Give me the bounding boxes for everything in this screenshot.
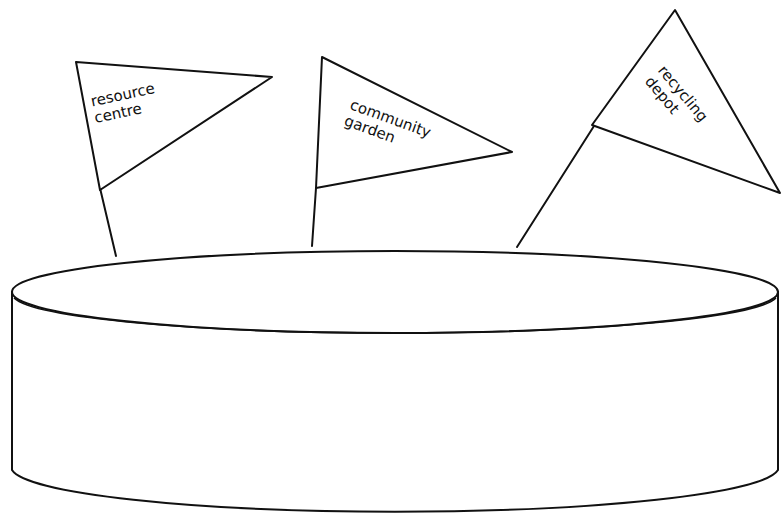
flag-triangle (592, 10, 780, 193)
cylinder (12, 251, 778, 512)
flag-node: recycling depot (588, 6, 782, 196)
flag-pole (100, 188, 116, 256)
flag-shape (74, 58, 274, 193)
flag-triangle (316, 57, 512, 188)
flag-node: community garden (314, 54, 514, 190)
flag-pole (517, 126, 594, 247)
cylinder-rim (14, 298, 776, 333)
flag-node: resource centre (74, 58, 274, 193)
cylinder-top (12, 251, 778, 333)
flag-pole (312, 188, 316, 246)
flag-triangle (76, 62, 272, 190)
